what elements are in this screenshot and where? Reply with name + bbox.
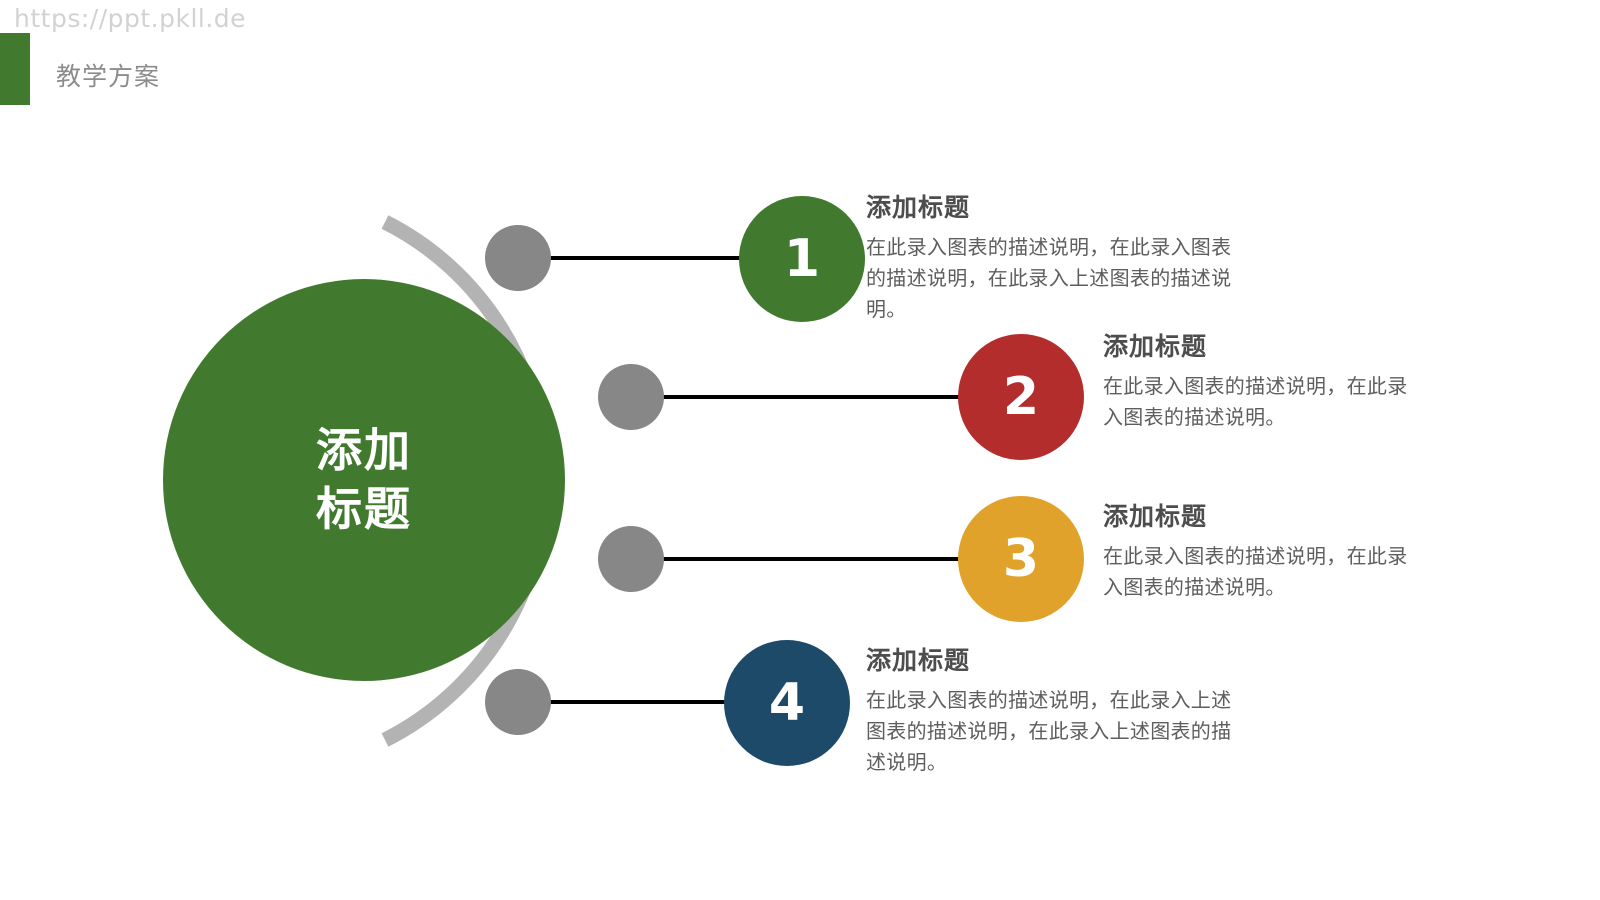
connector-line-4 <box>518 700 808 704</box>
step-number-1: 1 <box>783 229 821 289</box>
step-desc-3: 在此录入图表的描述说明，在此录入图表的描述说明。 <box>1103 546 1408 599</box>
watermark-url: https://ppt.pkll.de <box>14 4 247 33</box>
step-title-2: 添加标题 <box>1103 333 1208 361</box>
step-bubble-3[interactable]: 3 <box>958 496 1084 622</box>
step-bubble-1[interactable]: 1 <box>739 196 865 322</box>
header-accent-bar <box>0 33 30 105</box>
page-title: 教学方案 <box>56 63 161 91</box>
arc-node-dot-4[interactable] <box>485 669 551 735</box>
step-title-1: 添加标题 <box>866 194 971 222</box>
hub-circle[interactable]: 添加 标题 <box>163 279 565 681</box>
step-text-1: 添加标题 在此录入图表的描述说明，在此录入图表的描述说明，在此录入上述图表的描述… <box>866 188 1244 326</box>
step-bubble-2[interactable]: 2 <box>958 334 1084 460</box>
step-desc-4: 在此录入图表的描述说明，在此录入上述图表的描述说明，在此录入上述图表的描述说明。 <box>866 690 1232 774</box>
step-number-3: 3 <box>1002 529 1040 589</box>
arc-node-dot-3[interactable] <box>598 526 664 592</box>
hub-label: 添加 标题 <box>316 424 412 535</box>
arc-node-dot-2[interactable] <box>598 364 664 430</box>
step-number-4: 4 <box>768 673 806 733</box>
step-desc-2: 在此录入图表的描述说明，在此录入图表的描述说明。 <box>1103 376 1408 429</box>
step-text-3: 添加标题 在此录入图表的描述说明，在此录入图表的描述说明。 <box>1103 497 1415 604</box>
connector-line-1 <box>518 256 808 260</box>
connector-line-3 <box>631 557 1027 561</box>
step-title-3: 添加标题 <box>1103 503 1208 531</box>
step-desc-1: 在此录入图表的描述说明，在此录入图表的描述说明，在此录入上述图表的描述说明。 <box>866 237 1232 321</box>
step-title-4: 添加标题 <box>866 647 971 675</box>
step-text-2: 添加标题 在此录入图表的描述说明，在此录入图表的描述说明。 <box>1103 327 1415 434</box>
connector-line-2 <box>631 395 1027 399</box>
step-text-4: 添加标题 在此录入图表的描述说明，在此录入上述图表的描述说明，在此录入上述图表的… <box>866 641 1244 779</box>
step-number-2: 2 <box>1002 367 1040 427</box>
step-bubble-4[interactable]: 4 <box>724 640 850 766</box>
arc-node-dot-1[interactable] <box>485 225 551 291</box>
